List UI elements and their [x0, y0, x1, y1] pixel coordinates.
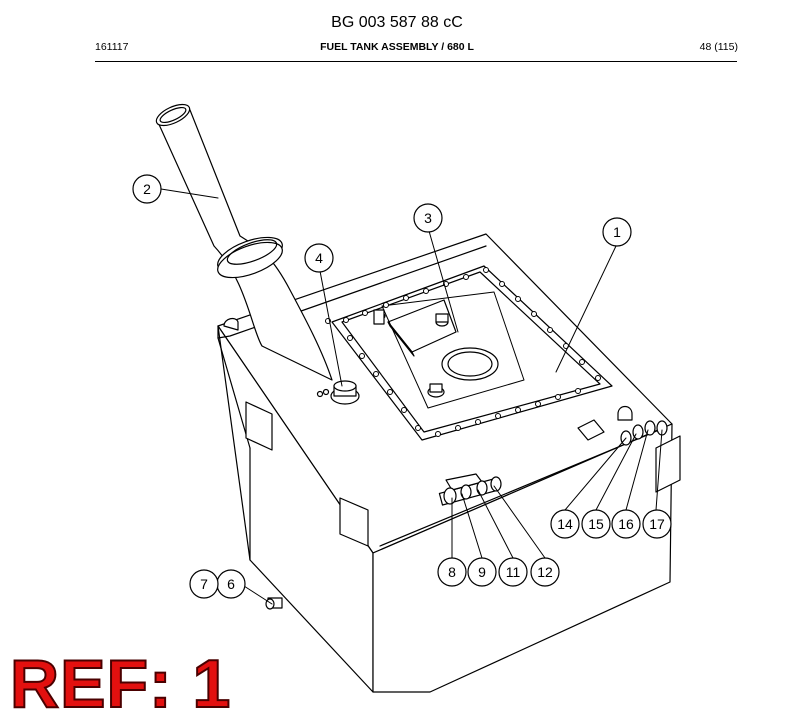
callout-3: 3 — [413, 203, 443, 233]
svg-text:6: 6 — [227, 576, 235, 592]
callout-16: 16 — [611, 509, 641, 539]
svg-text:11: 11 — [506, 564, 521, 580]
lifting-brackets — [223, 317, 681, 547]
vent-pad — [577, 419, 605, 441]
callout-17: 17 — [642, 509, 672, 539]
plate-bolts — [325, 267, 601, 437]
svg-text:4: 4 — [315, 250, 323, 266]
page-title: FUEL TANK ASSEMBLY / 680 L — [320, 41, 474, 53]
drain-plug — [265, 597, 283, 610]
svg-text:12: 12 — [537, 564, 553, 580]
valve-assembly — [438, 473, 502, 506]
svg-text:3: 3 — [424, 210, 432, 226]
header-rule — [95, 61, 737, 62]
svg-text:9: 9 — [478, 564, 486, 580]
callout-8: 8 — [437, 557, 467, 587]
round-cover — [373, 309, 499, 398]
callout-9: 9 — [467, 557, 497, 587]
callout-6: 6 — [216, 569, 246, 599]
leader-lines — [160, 188, 663, 605]
svg-text:1: 1 — [613, 224, 621, 240]
svg-text:2: 2 — [143, 181, 151, 197]
svg-text:17: 17 — [649, 516, 665, 532]
callout-15: 15 — [581, 509, 611, 539]
callout-1: 1 — [602, 217, 632, 247]
svg-text:7: 7 — [200, 576, 208, 592]
level-sender — [316, 380, 360, 405]
filler-pipe — [155, 103, 333, 381]
svg-text:8: 8 — [448, 564, 456, 580]
date-code: 161117 — [95, 41, 129, 53]
svg-text:16: 16 — [618, 516, 634, 532]
callout-14: 14 — [550, 509, 580, 539]
svg-text:15: 15 — [588, 516, 604, 532]
callout-7: 7 — [189, 569, 219, 599]
callout-11: 11 — [498, 557, 528, 587]
callout-4: 4 — [304, 243, 334, 273]
callout-12: 12 — [530, 557, 560, 587]
document-number: BG 003 587 88 cC — [331, 14, 463, 31]
callouts: 1 2 3 4 6 7 8 9 11 12 14 15 16 17 — [132, 174, 672, 599]
callout-2: 2 — [132, 174, 162, 204]
ref-label: REF: 1 — [9, 646, 232, 722]
svg-text:14: 14 — [557, 516, 573, 532]
page-number: 48 (115) — [699, 41, 738, 53]
